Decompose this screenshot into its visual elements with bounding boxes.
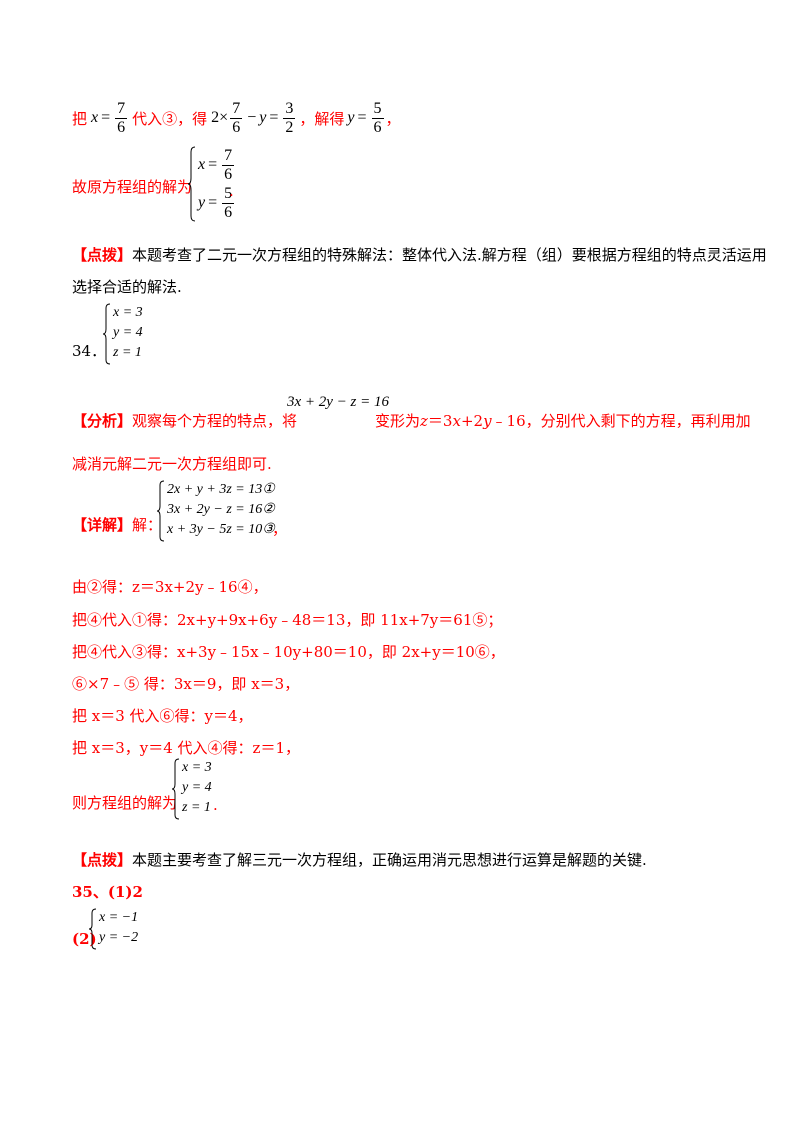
tip-line-2: 选择合适的解法. (72, 278, 182, 296)
system-row-z: z = 1 (113, 345, 142, 360)
question-35-part-2-label: (2) (72, 930, 97, 948)
text-ba: 把 (72, 109, 88, 128)
system-row-y: y = 4 (182, 780, 212, 795)
tip2-bracket: 【点拨】 (72, 851, 133, 869)
step-3: 把④代入③得：x+3y﹣15x﹣10y+80＝10，即 2x+y＝10⑥， (72, 643, 505, 661)
text-substitute-into-3: 代入③，得 (132, 109, 208, 128)
step-2: 把④代入①得：2x+y+9x+6y﹣48＝13，即 11x+7y＝61⑤； (72, 611, 503, 629)
system-row-2: 3x + 2y − z = 16② (167, 502, 275, 517)
system-row-x: x = −1 (99, 910, 139, 925)
tip2-line: 【点拨】本题主要考查了解三元一次方程组，正确运用消元思想进行运算是解题的关键. (72, 849, 647, 870)
tip-bracket: 【点拨】 (72, 246, 133, 264)
solution-line-original-system: 故原方程组的解为 (72, 176, 192, 196)
analysis-equation: 3x + 2y − z = 16 (287, 394, 390, 410)
analysis-line-1b: 变形为z＝3x+2y﹣16，分别代入剩下的方程，再利用加 (375, 412, 751, 430)
left-brace-icon (188, 146, 196, 222)
detail-line: 【详解】解： (72, 514, 162, 535)
question-34-number: 34． (72, 342, 107, 360)
left-brace-icon (157, 480, 165, 542)
result-line: 则方程组的解为 (72, 794, 178, 812)
left-brace-icon (172, 758, 180, 820)
answer-35-system: x = −1 y = −2 (89, 908, 149, 950)
tip-line-1: 【点拨】本题考查了二元一次方程组的特殊解法：整体代入法.解方程（组）要根据方程组… (72, 244, 767, 265)
step-1: 由②得：z＝3x+2y﹣16④， (72, 578, 268, 596)
system-row-3: x + 3y − 5z = 10③ (167, 522, 275, 537)
tip-text: 本题考查了二元一次方程组的特殊解法：整体代入法.解方程（组）要根据方程组的特点灵… (132, 246, 767, 264)
detail-bracket: 【详解】 (72, 516, 133, 534)
detail-system: 2x + y + 3z = 13① 3x + 2y − z = 16② x + … (157, 480, 287, 542)
system-row-x: x = 3 (113, 305, 143, 320)
text-comma: ， (385, 109, 401, 128)
left-brace-icon (89, 908, 97, 950)
period-after-system: . (229, 182, 234, 200)
detail-text: 解： (132, 516, 163, 534)
answer-34-system: x = 3 y = 4 z = 1 (103, 303, 163, 365)
analysis-bracket: 【分析】 (72, 412, 133, 430)
step-4: ⑥×7﹣⑤ 得：3x＝9，即 x＝3， (72, 675, 300, 693)
system-row-x: x = 3 (182, 760, 212, 775)
system-row-y: y = 4 (113, 325, 143, 340)
analysis-line-1: 【分析】观察每个方程的特点，将 (72, 410, 297, 431)
question-35-part-1: 35、(1)2 (72, 883, 143, 901)
system-row-y: y = −2 (99, 930, 139, 945)
detail-comma: ， (272, 520, 288, 538)
text-solve-get: ，解得 (299, 109, 345, 128)
result-system: x = 3 y = 4 z = 1 (172, 758, 232, 820)
system-row-z: z = 1 (182, 800, 211, 815)
analysis-text-a: 观察每个方程的特点，将 (132, 412, 298, 430)
result-period: . (213, 796, 218, 814)
system-row-1: 2x + y + 3z = 13① (167, 482, 275, 497)
tip2-text: 本题主要考查了解三元一次方程组，正确运用消元思想进行运算是解题的关键. (132, 851, 647, 869)
step-5: 把 x＝3 代入⑥得：y＝4， (72, 707, 253, 725)
left-brace-icon (103, 303, 111, 365)
analysis-line-2: 减消元解二元一次方程组即可. (72, 455, 272, 473)
step-6: 把 x＝3，y＝4 代入④得：z＝1， (72, 739, 301, 757)
text-original-solution: 故原方程组的解为 (72, 177, 193, 196)
